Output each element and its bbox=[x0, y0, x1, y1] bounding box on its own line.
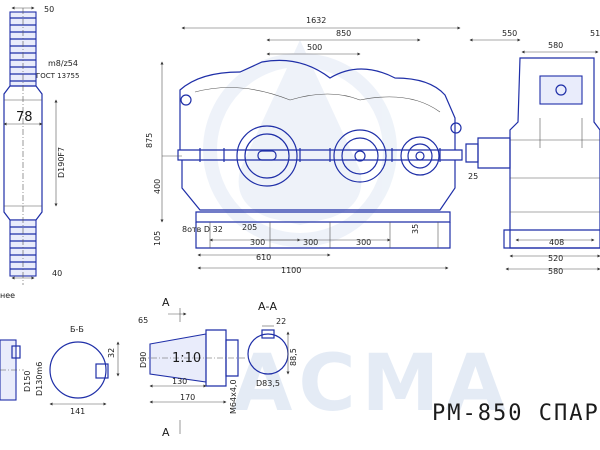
section-mark-a-top: А bbox=[162, 296, 170, 309]
gearbox-front-view bbox=[177, 59, 463, 249]
watermark-text: АСМА bbox=[232, 339, 512, 429]
bearing-left bbox=[236, 125, 298, 187]
gear-section-view bbox=[3, 8, 43, 285]
dim-section-aa-885: 88,5 bbox=[289, 348, 298, 366]
dim-shaft-d150: D150 bbox=[23, 371, 32, 392]
dim-300-b: 300 bbox=[303, 238, 318, 247]
housing-upper bbox=[179, 59, 456, 150]
dim-side-408: 408 bbox=[549, 238, 564, 247]
section-bb-label: Б-Б bbox=[70, 325, 84, 334]
bearing-right bbox=[400, 136, 440, 176]
dim-side-51: 51 bbox=[590, 29, 600, 38]
dim-side-580-top: 580 bbox=[548, 41, 563, 50]
dim-holes: 8отв D 32 bbox=[182, 225, 223, 234]
gear-hub-width: 78 bbox=[16, 110, 33, 125]
dim-section-bb-141: 141 bbox=[70, 407, 85, 416]
gear-bottom-width: 40 bbox=[52, 269, 62, 278]
dim-500: 500 bbox=[307, 43, 322, 52]
gear-top-width: 50 bbox=[44, 5, 54, 14]
dim-side-580-bottom: 580 bbox=[548, 267, 563, 276]
dim-base-height: 105 bbox=[153, 231, 162, 246]
dim-205: 205 bbox=[242, 223, 257, 232]
gearbox-side-view bbox=[465, 57, 600, 249]
dim-850: 850 bbox=[336, 29, 351, 38]
dim-side-25: 25 bbox=[468, 172, 478, 181]
dim-shaft-d90: D90 bbox=[139, 352, 148, 368]
dim-side-520: 520 bbox=[548, 254, 563, 263]
shaft-thread: M64x4,0 bbox=[229, 379, 238, 414]
dim-section-aa-22: 22 bbox=[276, 317, 286, 326]
gear-bore: D190F7 bbox=[57, 147, 66, 178]
bearing-middle bbox=[333, 129, 387, 183]
shaft-taper: 1:10 bbox=[172, 351, 201, 366]
dim-section-aa-d835: D83,5 bbox=[256, 379, 280, 388]
dim-shaft-130: 130 bbox=[172, 377, 187, 386]
dim-300-a: 300 bbox=[250, 238, 265, 247]
dim-axis-height: 400 bbox=[153, 179, 162, 194]
dim-300-c: 300 bbox=[356, 238, 371, 247]
tapered-shaft bbox=[140, 329, 246, 387]
gear-module: m8/z54 bbox=[48, 59, 78, 68]
dim-shaft-170: 170 bbox=[180, 393, 195, 402]
dim-610: 610 bbox=[256, 253, 271, 262]
gear-standard: ГОСТ 13755 bbox=[36, 72, 79, 80]
gear-note: нее bbox=[0, 291, 15, 300]
dim-1100: 1100 bbox=[281, 266, 301, 275]
dim-height: 875 bbox=[145, 133, 154, 148]
dim-section-bb-32: 32 bbox=[107, 348, 116, 358]
dim-35: 35 bbox=[411, 224, 420, 234]
dim-side-550: 550 bbox=[502, 29, 517, 38]
drawing-title: РМ-850 СПАРК bbox=[432, 401, 600, 426]
section-aa-label: А-А bbox=[258, 300, 277, 313]
dim-overall-length: 1632 bbox=[306, 16, 326, 25]
shaft-end-view bbox=[0, 339, 24, 401]
section-mark-a-bottom: А bbox=[162, 426, 170, 439]
dim-shaft-d130: D130m6 bbox=[35, 362, 44, 396]
section-bb bbox=[49, 341, 109, 399]
dim-shaft-65: 65 bbox=[138, 316, 148, 325]
